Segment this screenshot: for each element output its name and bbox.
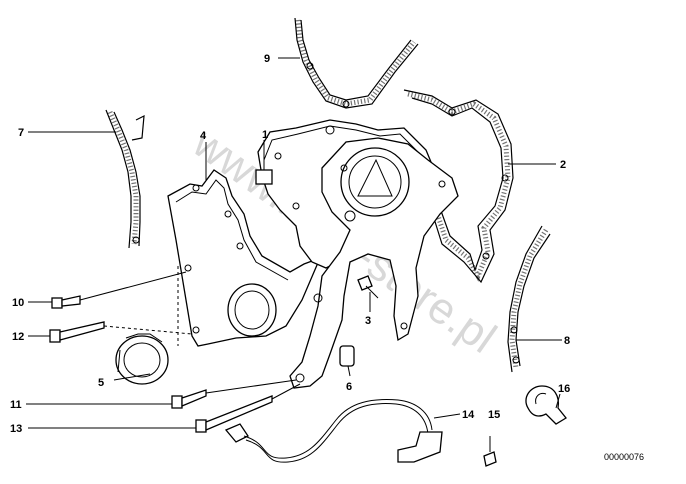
bolt-10[interactable] <box>51 295 81 309</box>
callout-leader-lines <box>26 57 562 429</box>
callout-14[interactable]: 14 <box>462 409 475 421</box>
diagram-reference-code: 00000076 <box>604 452 644 462</box>
gasket-left-strip[interactable] <box>105 109 145 249</box>
gasket-large[interactable] <box>403 89 514 284</box>
cable-clip[interactable] <box>525 385 567 425</box>
callout-10[interactable]: 10 <box>12 297 24 309</box>
callout-4[interactable]: 4 <box>200 130 207 142</box>
callout-3[interactable]: 3 <box>365 315 371 327</box>
front-cover-housing[interactable] <box>289 137 459 389</box>
callout-15[interactable]: 15 <box>488 409 500 421</box>
callout-13[interactable]: 13 <box>10 423 22 435</box>
pulse-sensor-cable[interactable] <box>224 399 443 463</box>
gasket-right-strip[interactable] <box>507 225 551 373</box>
dowel-sleeve[interactable] <box>339 345 355 367</box>
callout-8[interactable]: 8 <box>564 335 570 347</box>
callout-11[interactable]: 11 <box>10 399 22 411</box>
callout-7[interactable]: 7 <box>18 127 24 139</box>
callout-16[interactable]: 16 <box>558 383 570 395</box>
gasket-upper-strip[interactable] <box>294 17 419 109</box>
callout-9[interactable]: 9 <box>264 53 270 65</box>
callout-labels: 1 2 3 4 5 6 7 8 9 10 11 12 13 14 15 16 <box>10 53 570 435</box>
callout-6[interactable]: 6 <box>346 381 352 393</box>
bolt-12[interactable] <box>49 321 105 343</box>
callout-12[interactable]: 12 <box>12 331 24 343</box>
screw-3[interactable] <box>357 275 379 299</box>
callout-5[interactable]: 5 <box>98 377 104 389</box>
bolt-11[interactable] <box>171 389 207 409</box>
callout-2[interactable]: 2 <box>560 159 566 171</box>
screw-15[interactable] <box>483 436 497 467</box>
seal-ring-small[interactable] <box>227 283 277 337</box>
callout-1[interactable]: 1 <box>262 129 268 141</box>
shaft-seal-ring[interactable] <box>115 333 169 385</box>
bolt-13[interactable] <box>195 395 273 433</box>
